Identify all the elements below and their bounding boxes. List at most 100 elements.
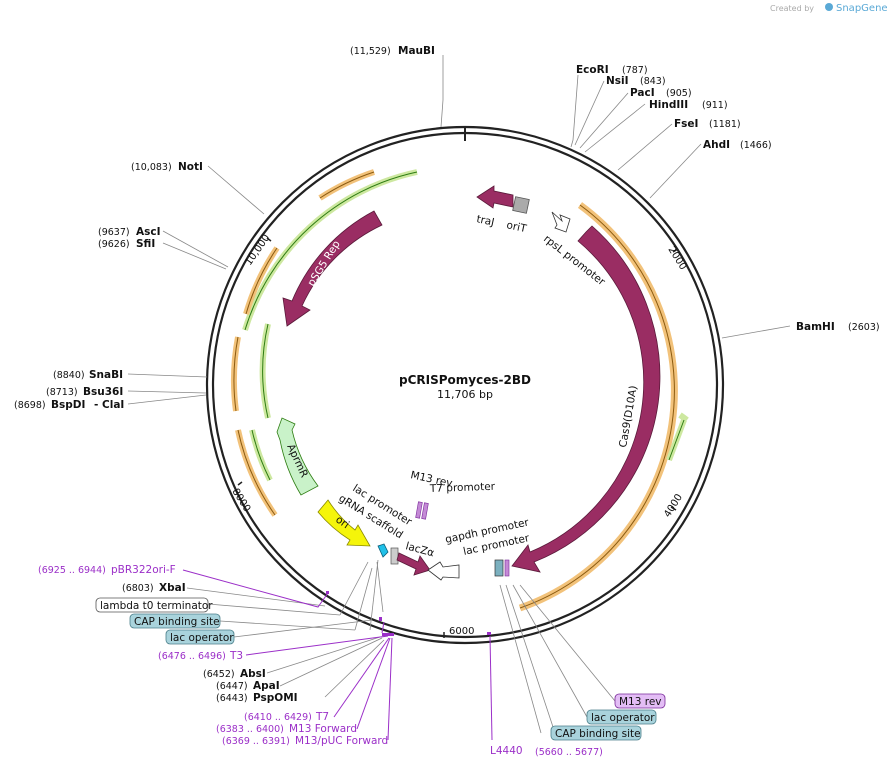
asci-pos: (9637) [98,227,130,238]
lambda-box[interactable] [95,597,209,613]
sfii-pos: (9626) [98,239,130,250]
fsei-pos: (1181) [709,119,741,130]
m13puc-name: M13/pUC Forward [295,735,388,747]
t3-name: T3 [229,650,243,662]
features [276,185,661,581]
lac-operator-label-2: lac operator [591,712,655,724]
orit-box[interactable] [512,196,530,214]
primer-labels: (6925 .. 6944) pBR322ori-F (6476 .. 6496… [38,564,603,758]
orf-arc-small-green [678,412,689,423]
snabi-name: SnaBI [89,369,123,381]
cap-box-2[interactable] [550,725,642,741]
maubi-pos: (11,529) [350,46,391,57]
m13puc-range: (6369 .. 6391) [222,736,290,747]
absi-pos: (6452) [203,669,235,680]
pspomi-name: PspOMI [253,692,298,704]
orf-arc-green-left2 [249,429,273,482]
lac-operator-box-2[interactable] [586,709,657,725]
lac-promoter-marker[interactable] [390,547,399,565]
bamhi-pos: (2603) [848,322,880,333]
bspdi-pos: (8698) [14,400,46,411]
cap-label-2: CAP binding site [555,728,641,740]
asci-name: AscI [136,226,161,238]
t7-name: T7 [315,711,329,723]
bamhi-name: BamHI [796,321,835,333]
t7-promoter-marker[interactable] [421,502,429,520]
bspdi-name: BspDI [51,399,85,411]
hindiii-name: HindIII [649,99,688,111]
lac-operator-box-1[interactable] [165,629,235,645]
absi-name: AbsI [240,668,266,680]
nsii-name: NsiI [606,75,629,87]
hindiii-pos: (911) [702,100,728,111]
backbone [205,125,725,645]
fsei-name: FseI [674,118,698,130]
pbr322-range: (6925 .. 6944) [38,565,106,576]
m13rev-marker[interactable] [415,501,423,519]
t3-range: (6476 .. 6496) [158,651,226,662]
orit-label: oriT [505,219,528,235]
ahdi-pos: (1466) [740,140,772,151]
t7-promoter-label: T7 promoter [429,481,496,495]
tick-8000: 8000 [229,487,252,514]
traj-label: traJ [475,213,495,228]
paci-name: PacI [630,87,655,99]
pbr322-name: pBR322ori-F [111,564,176,576]
lac-operator-label-1: lac operator [170,632,234,644]
grna-scaffold-marker[interactable] [377,543,389,558]
xbai-name: XbaI [159,582,186,594]
cap-box-1[interactable] [129,613,221,629]
l4440-name: L4440 [490,745,523,757]
plasmid-name: pCRISPomyces-2BD [399,373,531,387]
m13fwd-range: (6383 .. 6400) [216,724,284,735]
m13fwd-name: M13 Forward [289,723,357,735]
ori-arrow[interactable] [317,499,371,547]
leader-lines [127,55,791,734]
primer-lines [182,569,493,741]
apai-name: ApaI [253,680,280,692]
orf-arcs [231,169,689,612]
m13rev-marker-2[interactable] [504,559,510,577]
sfii-name: SfiI [136,238,155,250]
ecori-pos: (787) [622,65,648,76]
apai-pos: (6447) [216,681,248,692]
clai-name: - ClaI [94,399,124,411]
site-labels: (11,529) MauBI EcoRI (787) NsiI (843) Pa… [14,45,880,704]
psg5-rep-label: pSG5 Rep [305,238,343,288]
traj-arrow[interactable] [476,185,514,209]
m13rev-label: M13 rev [619,696,662,708]
snapgene-logo-icon [825,3,833,11]
nsii-pos: (843) [640,76,666,87]
maubi-name: MauBI [398,45,435,57]
lac-operator-marker[interactable] [494,559,504,577]
lambda-label: lambda t0 terminator [100,600,213,612]
bsu36i-name: Bsu36I [83,386,123,398]
orf-arc-orange-top [318,169,375,201]
cas9-arrow[interactable] [511,225,661,573]
rpsl-promoter-arrow[interactable] [551,211,571,233]
snabi-pos: (8840) [53,370,85,381]
t7-range: (6410 .. 6429) [244,712,312,723]
cap-label-1: CAP binding site [134,616,220,628]
cap-range: (5660 .. 5677) [535,747,603,758]
ahdi-name: AhdI [703,139,730,151]
psg5-rep-arrow[interactable] [282,210,383,327]
bsu36i-pos: (8713) [46,387,78,398]
orf-arc-right-line [519,204,675,609]
gapdh-promoter-arrow[interactable] [427,561,460,581]
ecori-name: EcoRI [576,64,609,76]
noti-name: NotI [178,161,203,173]
tick-6000: 6000 [449,626,474,637]
pspomi-pos: (6443) [216,693,248,704]
apmr-arrow[interactable] [276,417,319,496]
snapgene-brand: SnapGene [836,3,888,14]
created-by-text: Created by [770,4,814,13]
lacza-arrow[interactable] [396,552,431,576]
boxed-labels: lambda t0 terminator CAP binding site la… [95,597,666,741]
m13rev-box[interactable] [614,693,666,709]
xbai-pos: (6803) [122,583,154,594]
plasmid-size: 11,706 bp [437,388,493,401]
paci-pos: (905) [666,88,692,99]
